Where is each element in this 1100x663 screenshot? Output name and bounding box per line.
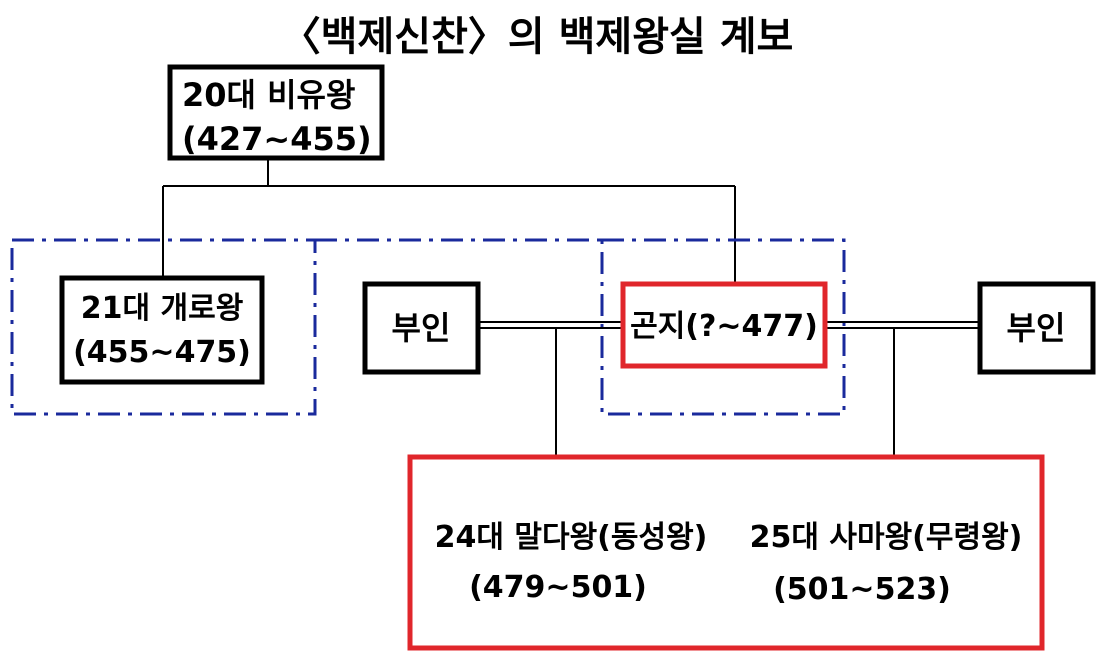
node-wife-left: 부인	[362, 281, 481, 375]
diagram-title: 〈백제신찬〉의 백제왕실 계보	[281, 14, 794, 60]
king24-name: 24대 말다왕(동성왕)	[435, 520, 708, 555]
wife-left-label: 부인	[392, 309, 451, 347]
node-gonji: 곤지(?~477)	[620, 281, 828, 369]
node-sons: 24대 말다왕(동성왕) (479~501) 25대 사마왕(무령왕) (501…	[407, 454, 1045, 651]
node-king21: 21대 개로왕 (455~475)	[59, 275, 265, 385]
king25-name: 25대 사마왕(무령왕)	[750, 520, 1023, 555]
gonji-label: 곤지(?~477)	[630, 309, 818, 344]
descent-connector-king20	[162, 160, 736, 284]
king21-reign: (455~475)	[73, 335, 251, 370]
descent-connector-sons	[555, 328, 895, 457]
node-wife-right: 부인	[977, 281, 1096, 375]
node-king20: 20대 비유왕 (427~455)	[167, 64, 385, 161]
marriage-line-right	[825, 321, 980, 329]
king21-name: 21대 개로왕	[81, 291, 244, 326]
king20-reign: (427~455)	[182, 120, 372, 158]
king20-name: 20대 비유왕	[182, 76, 355, 114]
king24-reign: (479~501)	[469, 570, 647, 605]
marriage-line-left	[478, 321, 623, 329]
wife-right-label: 부인	[1007, 309, 1066, 347]
king25-reign: (501~523)	[773, 572, 951, 607]
